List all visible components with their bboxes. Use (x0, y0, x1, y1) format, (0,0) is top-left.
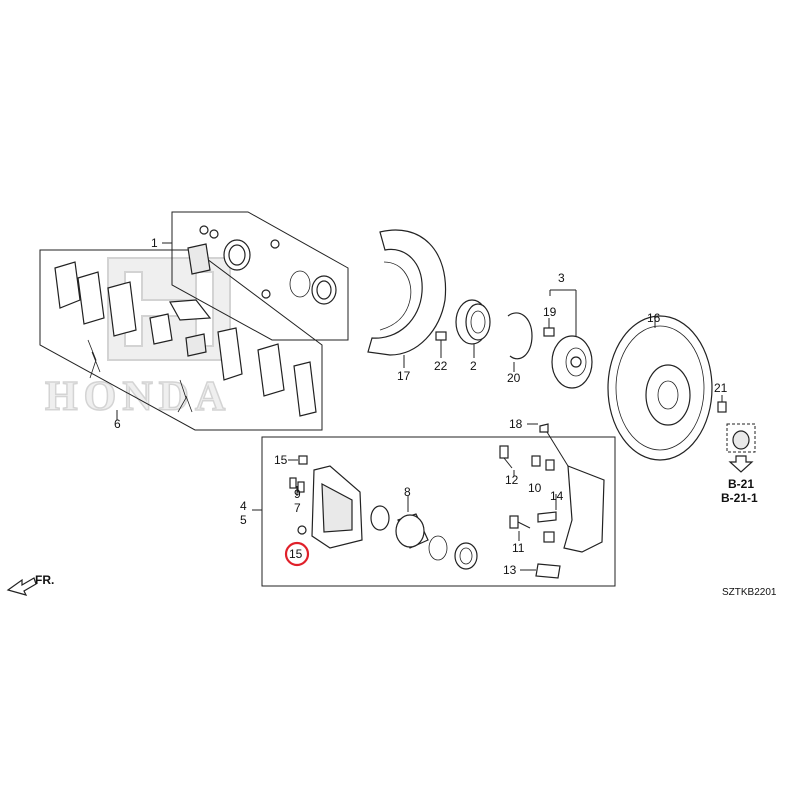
screw-21 (717, 395, 727, 413)
callout-21: 21 (714, 381, 728, 395)
diagram-code: SZTKB2201 (722, 587, 777, 598)
callout-12: 12 (505, 473, 519, 487)
callout-labels: 1 2 3 4 5 6 7 8 9 10 11 12 13 14 15 15 1… (114, 236, 728, 577)
seal-kit-parts (169, 225, 337, 321)
callout-3: 3 (558, 271, 565, 285)
caliper-parts (289, 423, 605, 579)
snap-ring (507, 312, 533, 372)
callout-5: 5 (240, 513, 247, 527)
callout-14: 14 (550, 489, 564, 503)
callout-16: 16 (647, 311, 661, 325)
callout-4: 4 (240, 499, 247, 513)
bolt-22 (435, 331, 447, 358)
front-indicator-label: FR. (35, 573, 54, 587)
leader-lines (116, 410, 557, 571)
highlight-circle[interactable] (284, 541, 310, 567)
reference-code-b21-1[interactable]: B-21-1 (721, 491, 758, 505)
splash-guard (367, 229, 447, 368)
callout-19: 19 (543, 305, 557, 319)
callout-13: 13 (503, 563, 517, 577)
callout-17: 17 (397, 369, 411, 383)
callout-15-top: 15 (274, 453, 288, 467)
reference-code-b21[interactable]: B-21 (728, 477, 754, 491)
callout-18: 18 (509, 417, 523, 431)
reference-arrow (726, 423, 756, 473)
svg-text:HONDA: HONDA (45, 374, 231, 420)
brake-pads (54, 261, 317, 417)
hub-bearing (455, 299, 491, 358)
wheel-hub (543, 289, 593, 389)
callout-10: 10 (528, 481, 542, 495)
front-indicator: FR. (6, 573, 54, 596)
callout-11: 11 (512, 541, 525, 555)
callout-2: 2 (470, 359, 477, 373)
callout-1: 1 (151, 236, 158, 250)
callout-9: 9 (294, 487, 301, 501)
seal-kit-box (162, 211, 349, 341)
callout-6: 6 (114, 417, 121, 431)
callout-20: 20 (507, 371, 521, 385)
callout-22: 22 (434, 359, 448, 373)
caliper-box (252, 436, 616, 587)
callout-8: 8 (404, 485, 411, 499)
brake-disc (607, 315, 713, 461)
callout-7: 7 (294, 501, 301, 515)
callout-15-highlighted: 15 (289, 547, 303, 561)
